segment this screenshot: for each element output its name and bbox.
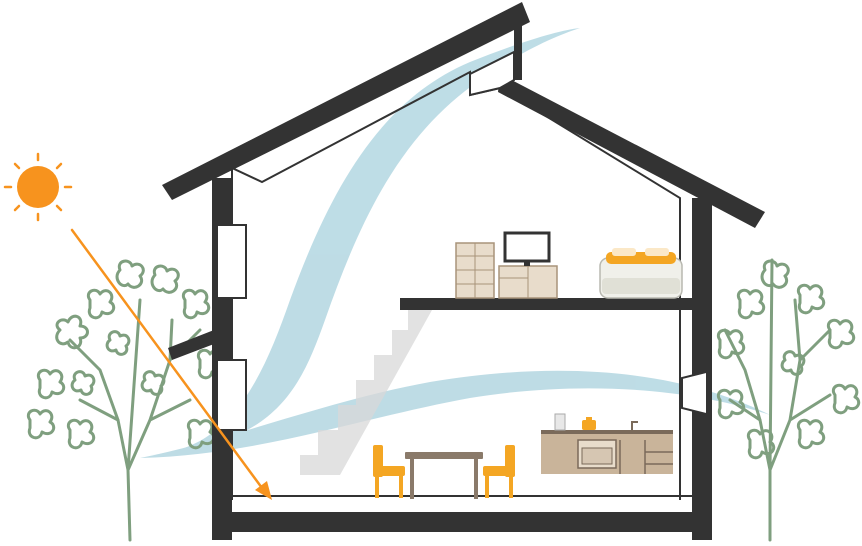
roof-right (498, 74, 765, 228)
window-left-lower (218, 359, 247, 431)
wind-flow-lower (140, 370, 770, 458)
roof-left (162, 2, 530, 200)
sun-icon (3, 152, 73, 222)
house-structure (162, 2, 765, 540)
bed-icon (599, 248, 683, 299)
ground-floor-slab (212, 512, 712, 532)
second-floor-slab (400, 298, 700, 310)
wall-right (692, 198, 712, 540)
eave-left (168, 330, 214, 360)
window-right (681, 371, 707, 415)
clerestory-post (514, 18, 522, 80)
wind-flow (140, 28, 770, 458)
dining-table-icon (405, 452, 483, 499)
window-left-upper (218, 224, 247, 299)
monitor-icon (503, 231, 551, 266)
tree-left-icon (26, 259, 226, 542)
clerestory-window (469, 50, 515, 97)
tree-right-icon (716, 258, 861, 542)
chair-icon (373, 445, 515, 498)
sunlight-ray-arrow (70, 228, 272, 500)
stairs-icon (250, 310, 432, 475)
kitchen-counter-icon (541, 413, 673, 474)
